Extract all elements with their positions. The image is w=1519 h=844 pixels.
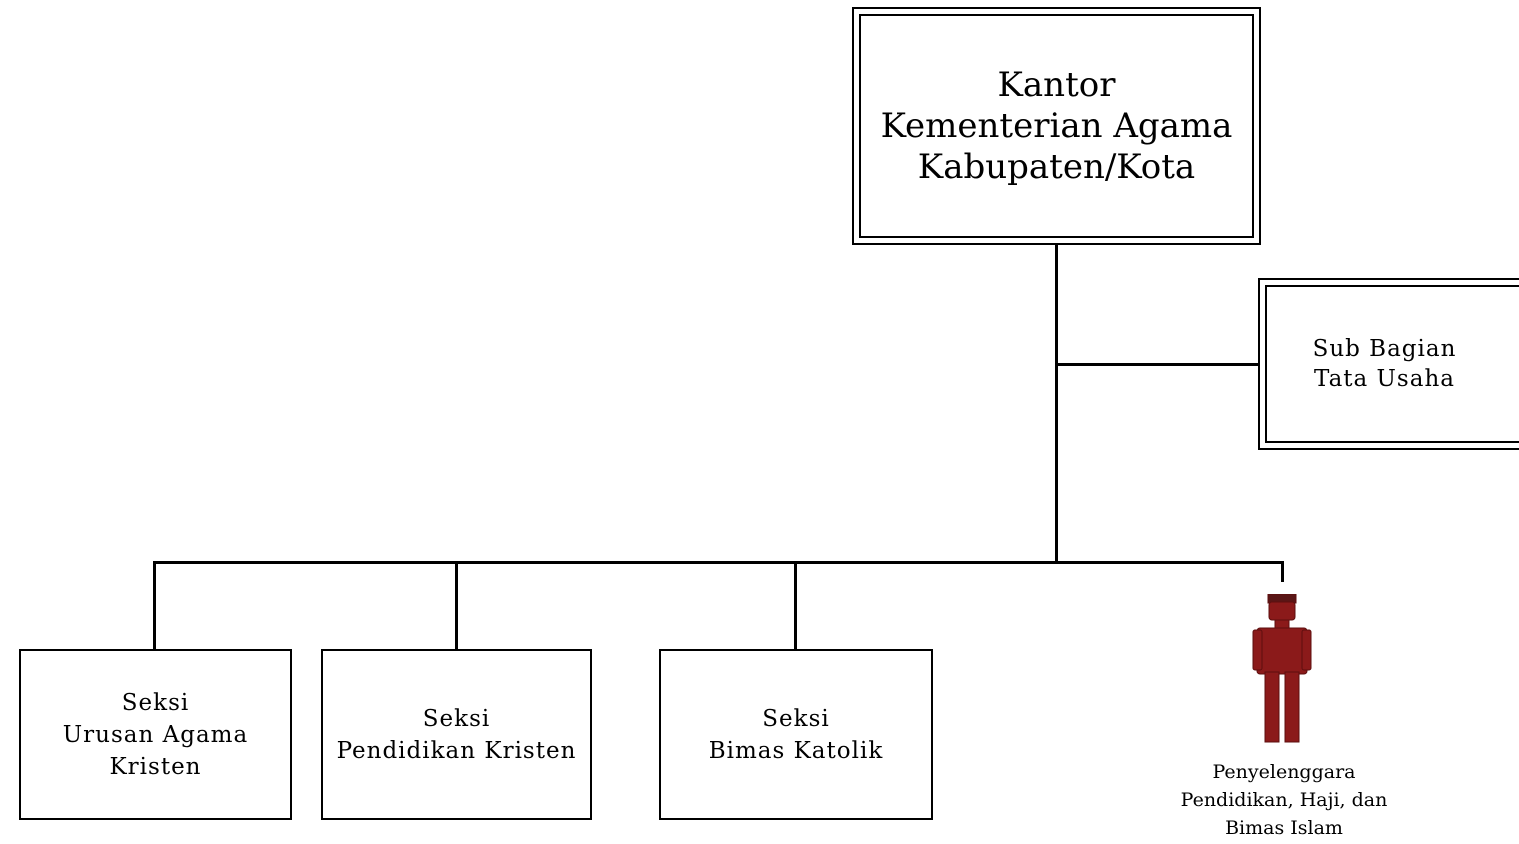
head-title-line-2: Kementerian Agama	[880, 105, 1233, 146]
staff-horizontal-connector	[1057, 363, 1260, 366]
person-unit-line-1: Penyelenggara	[1212, 761, 1356, 783]
person-unit-connector	[1281, 562, 1284, 582]
sections-horizontal-connector	[153, 561, 1284, 564]
head-vertical-connector	[1055, 243, 1058, 564]
head-title-line-1: Kantor	[997, 64, 1116, 105]
section-2-line-2: Pendidikan Kristen	[336, 737, 577, 764]
section-3-line-2: Bimas Katolik	[708, 737, 884, 764]
section-3-line-1: Seksi	[762, 705, 830, 732]
person-unit-line-3: Bimas Islam	[1225, 817, 1343, 839]
section-box-urusan-agama-kristen: Seksi Urusan Agama Kristen	[19, 649, 292, 820]
staff-unit-line-1: Sub Bagian	[1312, 336, 1457, 362]
staff-unit-box-inner: Sub Bagian Tata Usaha	[1265, 285, 1519, 443]
section-1-line-2: Urusan Agama	[62, 721, 249, 748]
section-box-pendidikan-kristen: Seksi Pendidikan Kristen	[321, 649, 592, 820]
section-1-connector	[153, 562, 156, 650]
head-box-inner: Kantor Kementerian Agama Kabupaten/Kota	[859, 14, 1254, 238]
section-3-connector	[794, 562, 797, 650]
section-1-line-1: Seksi	[121, 689, 190, 716]
section-box-bimas-katolik: Seksi Bimas Katolik	[659, 649, 933, 820]
head-box: Kantor Kementerian Agama Kabupaten/Kota	[852, 7, 1261, 245]
head-title-line-3: Kabupaten/Kota	[917, 146, 1196, 187]
staff-unit-box: Sub Bagian Tata Usaha	[1258, 278, 1519, 450]
person-unit-label: Penyelenggara Pendidikan, Haji, dan Bima…	[1168, 758, 1400, 842]
person-unit-line-2: Pendidikan, Haji, dan	[1180, 789, 1388, 811]
person-icon	[1252, 594, 1312, 743]
section-1-line-3: Kristen	[109, 753, 202, 780]
staff-unit-line-2: Tata Usaha	[1314, 366, 1455, 392]
section-2-line-1: Seksi	[422, 705, 491, 732]
section-2-connector	[455, 562, 458, 650]
